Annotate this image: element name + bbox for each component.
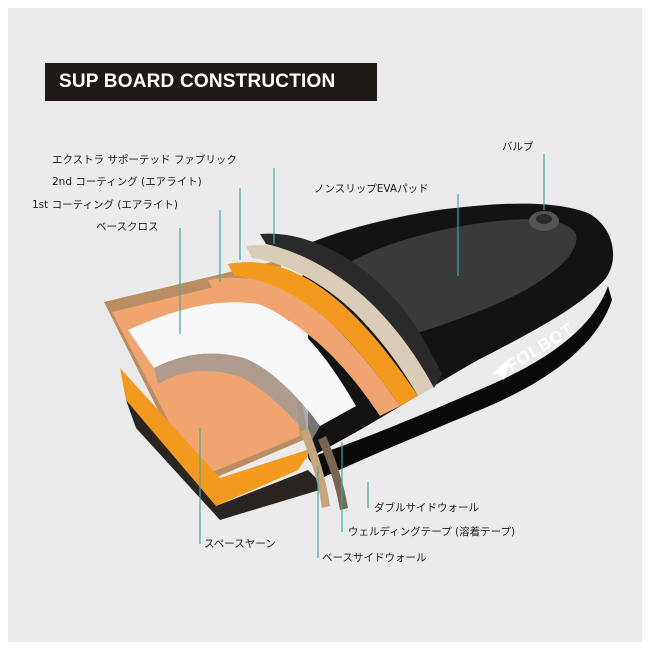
label-2nd-coating: 2nd コーティング (エアライト) <box>52 176 202 188</box>
title-bar: SUP BOARD CONSTRUCTION <box>45 63 377 101</box>
double-sidewall-strip <box>318 436 348 510</box>
label-extra-fabric: エクストラ サポーテッド ファブリック <box>52 154 237 166</box>
label-space-yarn: スペースヤーン <box>204 538 276 550</box>
orange-bottom-layer <box>120 368 313 506</box>
folbot-logo-icon <box>492 358 510 380</box>
layer-space-yarn <box>154 353 320 440</box>
label-base-sidewall: ベースサイドウォール <box>322 552 427 564</box>
layer-eva-top-flap <box>260 233 442 388</box>
layer-1st-coating <box>208 277 400 416</box>
valve-core <box>536 214 552 224</box>
board-rail <box>308 286 612 478</box>
diagram-title: SUP BOARD CONSTRUCTION <box>59 71 336 92</box>
welding-tape-strip <box>300 428 330 508</box>
diagram-frame: SUP BOARD CONSTRUCTION FOLBOT <box>8 8 642 642</box>
label-double-sidewall: ダブルサイドウォール <box>374 502 479 514</box>
label-eva-pad: ノンスリップEVAパッド <box>314 183 429 195</box>
layer-base-cloth-fabric <box>128 302 356 426</box>
label-1st-coating: 1st コーティング (エアライト) <box>32 199 179 211</box>
label-welding-tape: ウェルディングテープ (溶着テープ) <box>348 526 516 538</box>
label-valve: バルブ <box>502 141 534 153</box>
bottom-base <box>126 400 326 520</box>
label-base-cloth: ベースクロス <box>96 221 159 233</box>
layer-2nd-coating <box>228 262 418 406</box>
board-illustration: FOLBOT <box>104 154 614 558</box>
